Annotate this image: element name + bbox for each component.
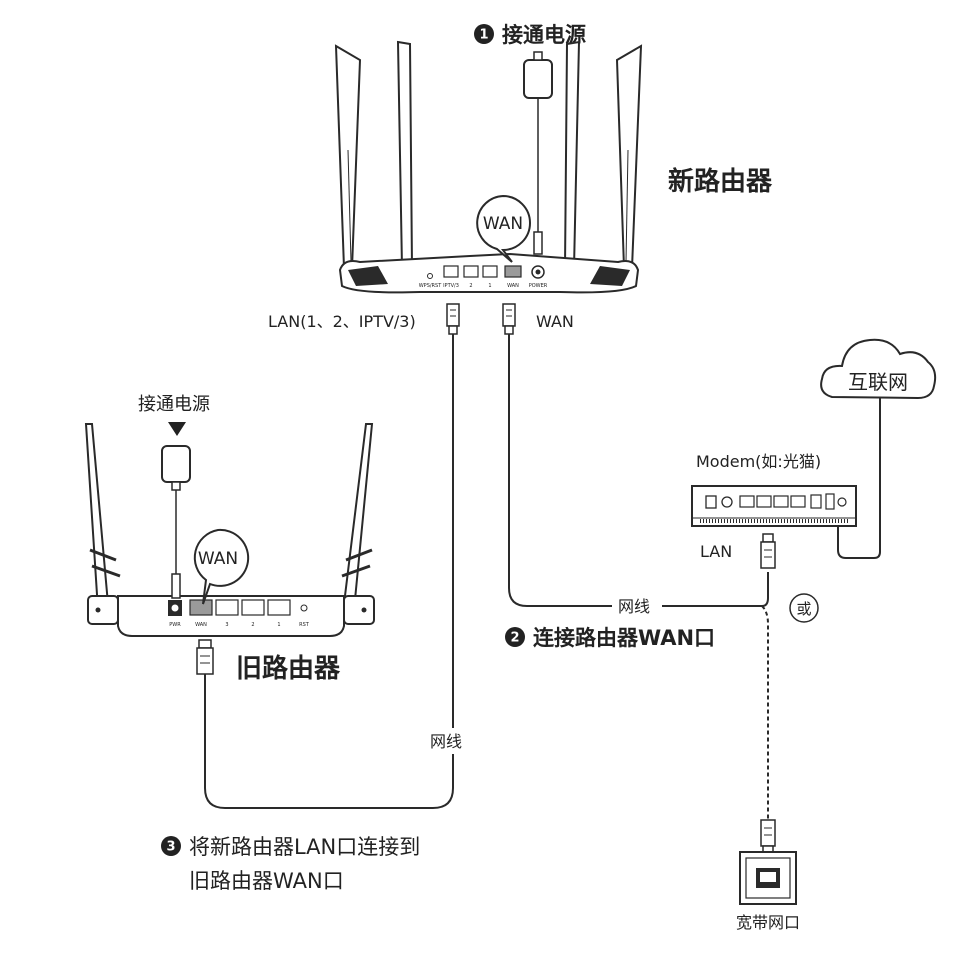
step3-line1: 将新路由器LAN口连接到 <box>189 835 420 859</box>
lan-port-icon <box>267 599 291 616</box>
old-router-title: 旧路由器 <box>236 653 341 684</box>
modem-lan-label: LAN <box>700 542 732 561</box>
new-router-cable-plugs <box>446 303 516 335</box>
wan-port-icon <box>189 599 213 616</box>
step3-number-badge <box>161 836 181 856</box>
cable-label-mid: 网线 <box>430 732 462 751</box>
step2-number-badge <box>505 627 525 647</box>
cable-wan-to-wall-jack <box>761 605 769 820</box>
or-badge-text: 或 <box>796 600 811 618</box>
ethernet-plug-icon <box>446 303 460 327</box>
ethernet-plug-icon <box>760 819 776 847</box>
lan-port-icon <box>241 599 265 616</box>
modem-title: Modem(如:光猫) <box>696 452 821 471</box>
port-label: 2 <box>469 283 472 289</box>
port-label: 2 <box>251 622 254 628</box>
antenna-icon <box>342 423 374 612</box>
old-router-power-label: 接通电源 <box>138 394 210 415</box>
cable-lan-to-old-wan <box>204 334 454 809</box>
antenna-icon <box>84 423 110 612</box>
lan-port-icon <box>790 495 806 508</box>
ethernet-plug-icon <box>502 303 516 327</box>
internet-label: 互联网 <box>848 370 908 394</box>
step1-number: 1 <box>479 28 488 43</box>
antenna-icon <box>563 40 581 269</box>
step2-number: 2 <box>510 631 519 646</box>
power-adapter-icon <box>161 445 191 483</box>
step1-number-badge <box>474 24 494 44</box>
port-label: 1 <box>277 622 280 628</box>
lan-port-icon <box>482 265 498 278</box>
lan-port-icon <box>773 495 789 508</box>
wan-port-icon <box>504 265 522 278</box>
port-label: WAN <box>507 283 519 289</box>
wan-callout-text: WAN <box>483 214 523 234</box>
power-jack-icon <box>705 495 717 509</box>
power-adapter-icon <box>523 59 553 99</box>
step3-number: 3 <box>166 840 175 855</box>
lan-port-icon <box>215 599 239 616</box>
port-label: WPS/RST <box>419 283 442 289</box>
phone-port-icon <box>810 494 822 509</box>
lan-port-icon <box>443 265 459 278</box>
cable-label-right: 网线 <box>618 597 650 616</box>
or-badge <box>789 593 819 623</box>
internet-cloud-icon: 互联网 <box>820 338 937 400</box>
old-router: PWR WAN 3 2 1 RST WAN <box>84 423 375 637</box>
cable-modem-to-internet <box>837 398 881 559</box>
modem-device <box>691 485 857 527</box>
step3-heading: 3 将新路由器LAN口连接到 旧路由器WAN口 <box>161 835 420 893</box>
port-label: POWER <box>529 283 548 289</box>
antenna-icon <box>615 44 643 269</box>
old-router-wan-plug <box>196 639 214 675</box>
lan-ports-label: LAN(1、2、IPTV/3) <box>268 312 416 331</box>
new-router: WPS/RST IPTV/3 2 1 WAN POWER WAN <box>334 40 643 294</box>
new-router-title: 新路由器 <box>668 166 773 197</box>
lan-port-icon <box>739 495 755 508</box>
port-label: WAN <box>195 622 207 628</box>
wall-jack-icon <box>739 851 797 905</box>
port-label: 1 <box>488 283 491 289</box>
reset-button-icon <box>427 273 433 279</box>
step2-heading: 2 连接路由器WAN口 <box>505 626 715 650</box>
port-label: RST <box>299 622 310 628</box>
modem-lan-plug <box>760 533 776 569</box>
port-label: PWR <box>169 622 181 628</box>
wan-callout-new: WAN <box>476 194 531 263</box>
wall-jack-plug <box>760 819 776 855</box>
wan-callout-text: WAN <box>198 549 238 569</box>
power-button-icon <box>721 496 733 508</box>
reset-button-icon <box>300 604 308 612</box>
wan-port-label: WAN <box>536 312 574 331</box>
wall-jack-label: 宽带网口 <box>736 913 800 932</box>
step3-line2: 旧路由器WAN口 <box>189 869 344 893</box>
arrow-down-icon <box>168 422 186 436</box>
antenna-icon <box>396 40 414 269</box>
port-label: 3 <box>225 622 228 628</box>
usb-port-icon <box>825 493 835 510</box>
lan-port-icon <box>756 495 772 508</box>
lan-port-icon <box>463 265 479 278</box>
wan-callout-old: WAN <box>193 528 250 605</box>
ethernet-plug-icon <box>760 541 776 569</box>
port-label: IPTV/3 <box>443 283 459 289</box>
step2-text: 连接路由器WAN口 <box>533 626 715 650</box>
ethernet-plug-icon <box>196 647 214 675</box>
